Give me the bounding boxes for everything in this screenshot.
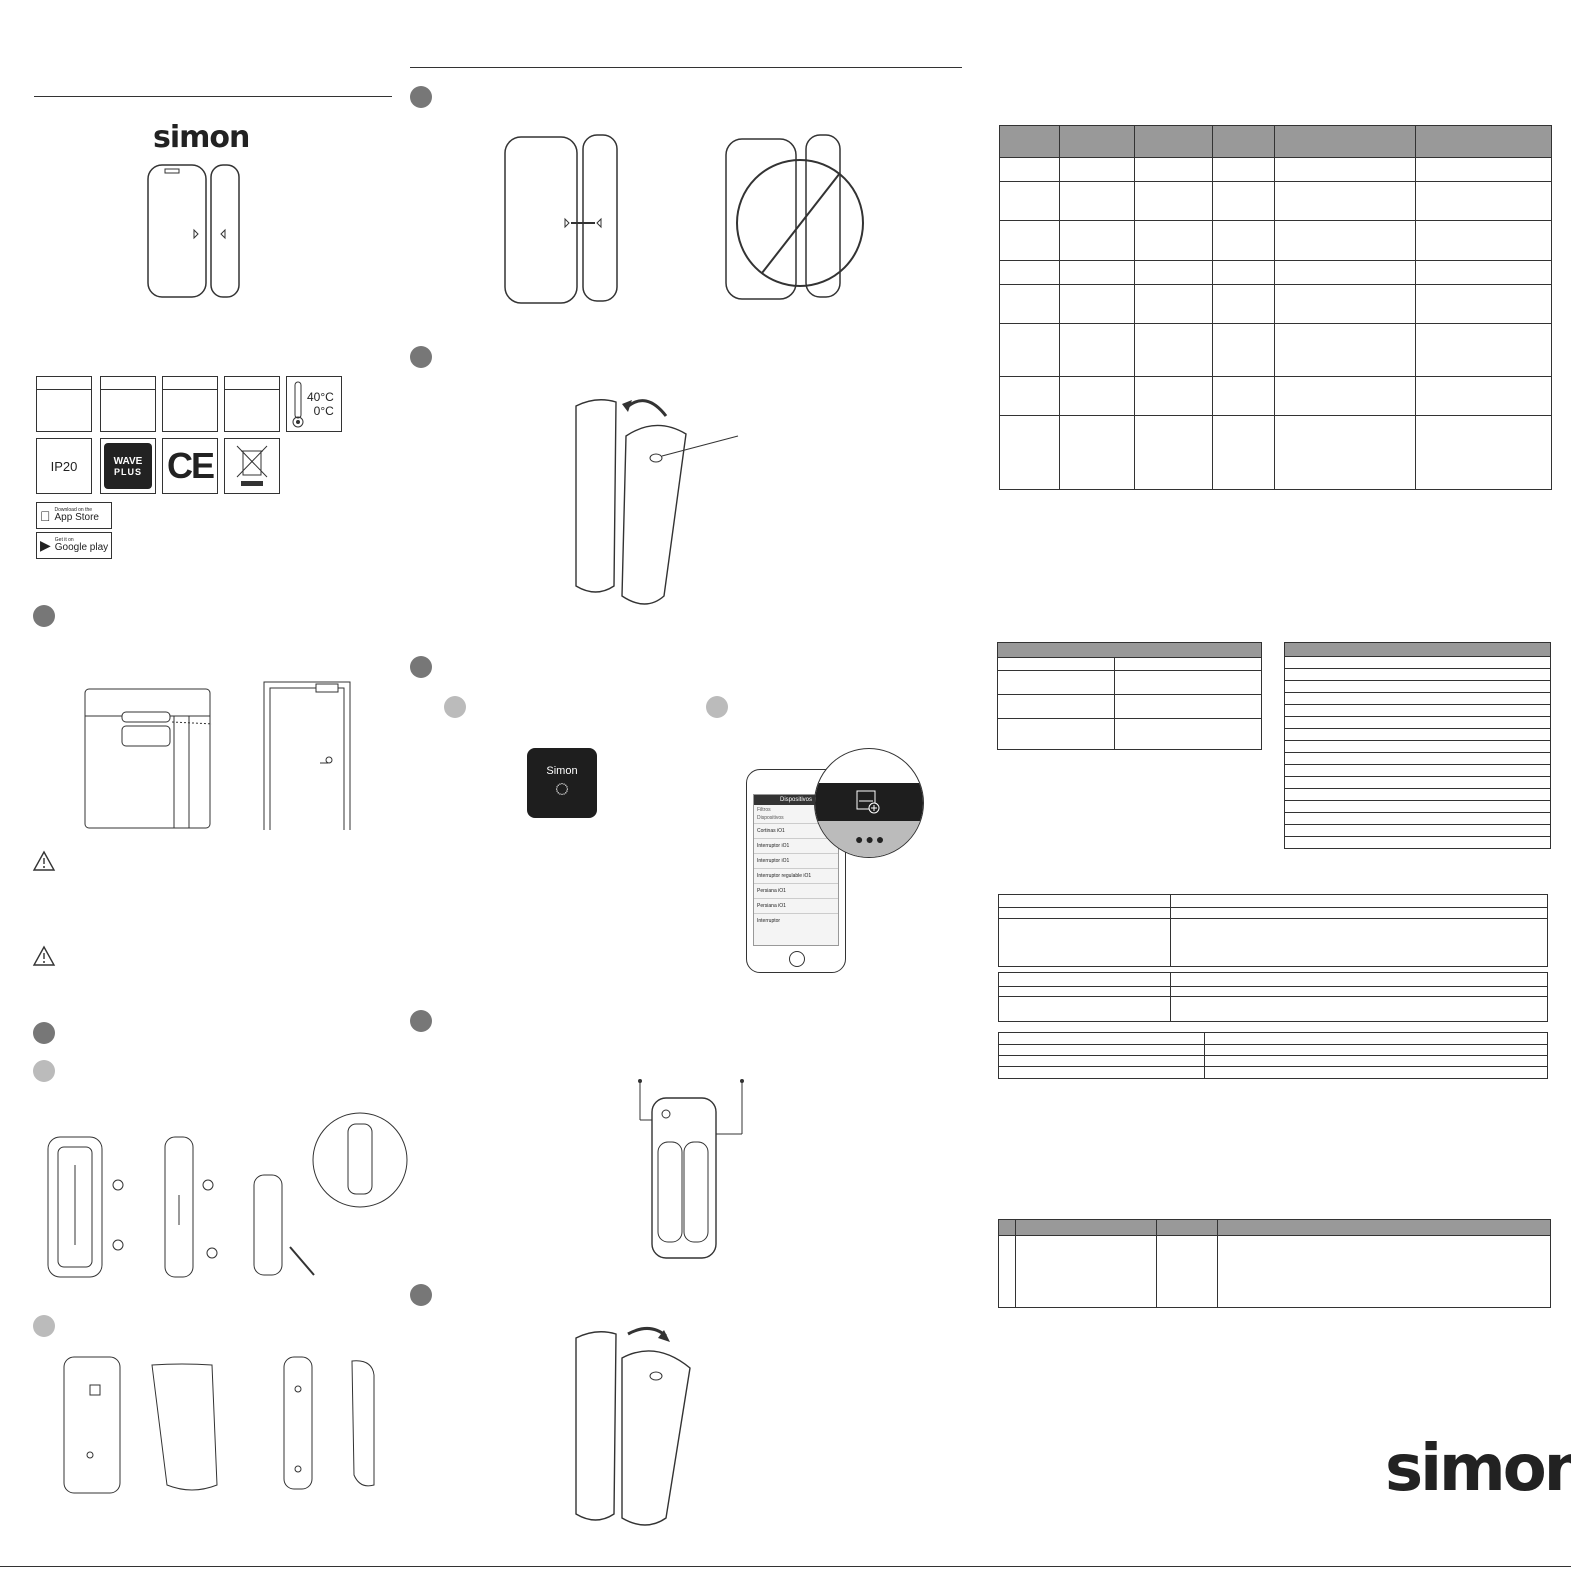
battery-compartment-illustration [638,1079,744,1259]
left-top-rule [34,96,392,97]
app-store-badge[interactable]:  Download on the App Store [36,502,112,529]
spec-box-2 [100,376,156,432]
zwave-plus-box: WAVE PLUS [100,438,156,494]
temp-min: 0°C [313,404,334,418]
screw-zoom-circle [312,1112,408,1208]
warning-icon-1 [32,850,56,871]
google-play-icon: ▶ [40,537,51,553]
google-play-badge[interactable]: ▶ Get it on Google play [36,532,112,559]
open-cover-illustration [575,399,739,605]
ip-rating-box: IP20 [36,438,92,494]
step-bullet-5a [444,696,466,718]
spec-box-4 [224,376,280,432]
add-device-icon[interactable] [855,789,881,815]
adhesive-mounting-illustration-1 [63,1356,218,1494]
thermometer-icon [292,381,304,428]
step-bullet-5 [410,656,432,678]
brand-logo-top: simon [153,120,250,155]
google-play-line1: Get it on [54,537,74,543]
adhesive-mounting-illustration-2 [283,1356,375,1490]
phone-home-button [789,951,805,967]
phone-screen-title: Dispositivos [754,795,838,805]
parameter-table-c [998,894,1549,967]
spec-box-3 [162,376,218,432]
step-bullet-2 [33,1022,55,1044]
phone-section-1: Filtros [757,807,771,813]
correct-alignment-illustration [504,134,618,304]
door-closeup-illustration [84,688,212,829]
step-bullet-7 [410,1284,432,1306]
brand-logo-bottom: simon [1385,1432,1571,1506]
temp-max: 40°C [307,390,334,404]
step-bullet-1 [33,605,55,627]
phone-list-item[interactable]: Interruptor iO1 [754,853,838,868]
ip-rating: IP20 [50,458,78,474]
zwave-logo-bottom: PLUS [113,466,142,477]
parameter-table-b [1284,642,1551,849]
app-icon-label: Simon [546,765,578,777]
step-bullet-3 [410,86,432,108]
app-store-line2: App Store [44,512,99,523]
app-store-line1: Download on the [44,507,93,513]
more-options-icon[interactable]: ●●● [855,831,887,847]
phone-list-item[interactable]: Cortinas iO1 [754,823,838,838]
screw-mounting-illustration [47,1136,315,1278]
add-device-zoom-circle: ●●● [814,748,924,858]
sensor-product-illustration [147,164,240,298]
weee-box [224,438,280,494]
step-bullet-4 [410,346,432,368]
parameter-table-a [997,642,1263,750]
step-bullet-6 [410,1010,432,1032]
phone-section-2: Dispositivos [757,815,784,821]
association-table [998,1219,1552,1308]
phone-list-item[interactable]: Persiana iO1 [754,898,838,913]
parameter-table-e [998,1032,1549,1079]
step-bullet-2b [33,1315,55,1337]
google-play-line2: Google play [54,542,109,553]
door-frame-illustration [263,681,351,830]
bottom-rule [0,1566,1571,1567]
apple-icon:  [40,508,51,524]
ce-mark-box: CE [162,438,218,494]
phone-list-item[interactable]: Interruptor [754,913,838,928]
incorrect-alignment-illustration [725,134,864,300]
phone-list-item[interactable]: Interruptor regulable iO1 [754,868,838,883]
step-bullet-2a [33,1060,55,1082]
warning-icon-2 [32,945,56,966]
ce-mark: CE [166,445,215,486]
crossed-bin-icon [236,445,268,486]
temperature-range-box: 40°C 0°C [286,376,342,432]
spec-table-main [999,125,1552,490]
close-cover-illustration [575,1327,691,1526]
phone-list-item[interactable]: Persiana iO1 [754,883,838,898]
middle-top-rule [410,67,962,68]
phone-list-item[interactable]: Interruptor iO1 [754,838,838,853]
zwave-logo-top: WAVE [113,455,143,467]
simon-io-app-icon[interactable]: Simon ◌ [527,748,597,818]
spec-box-1 [36,376,92,432]
step-bullet-5b [706,696,728,718]
parameter-table-d [998,972,1549,1022]
